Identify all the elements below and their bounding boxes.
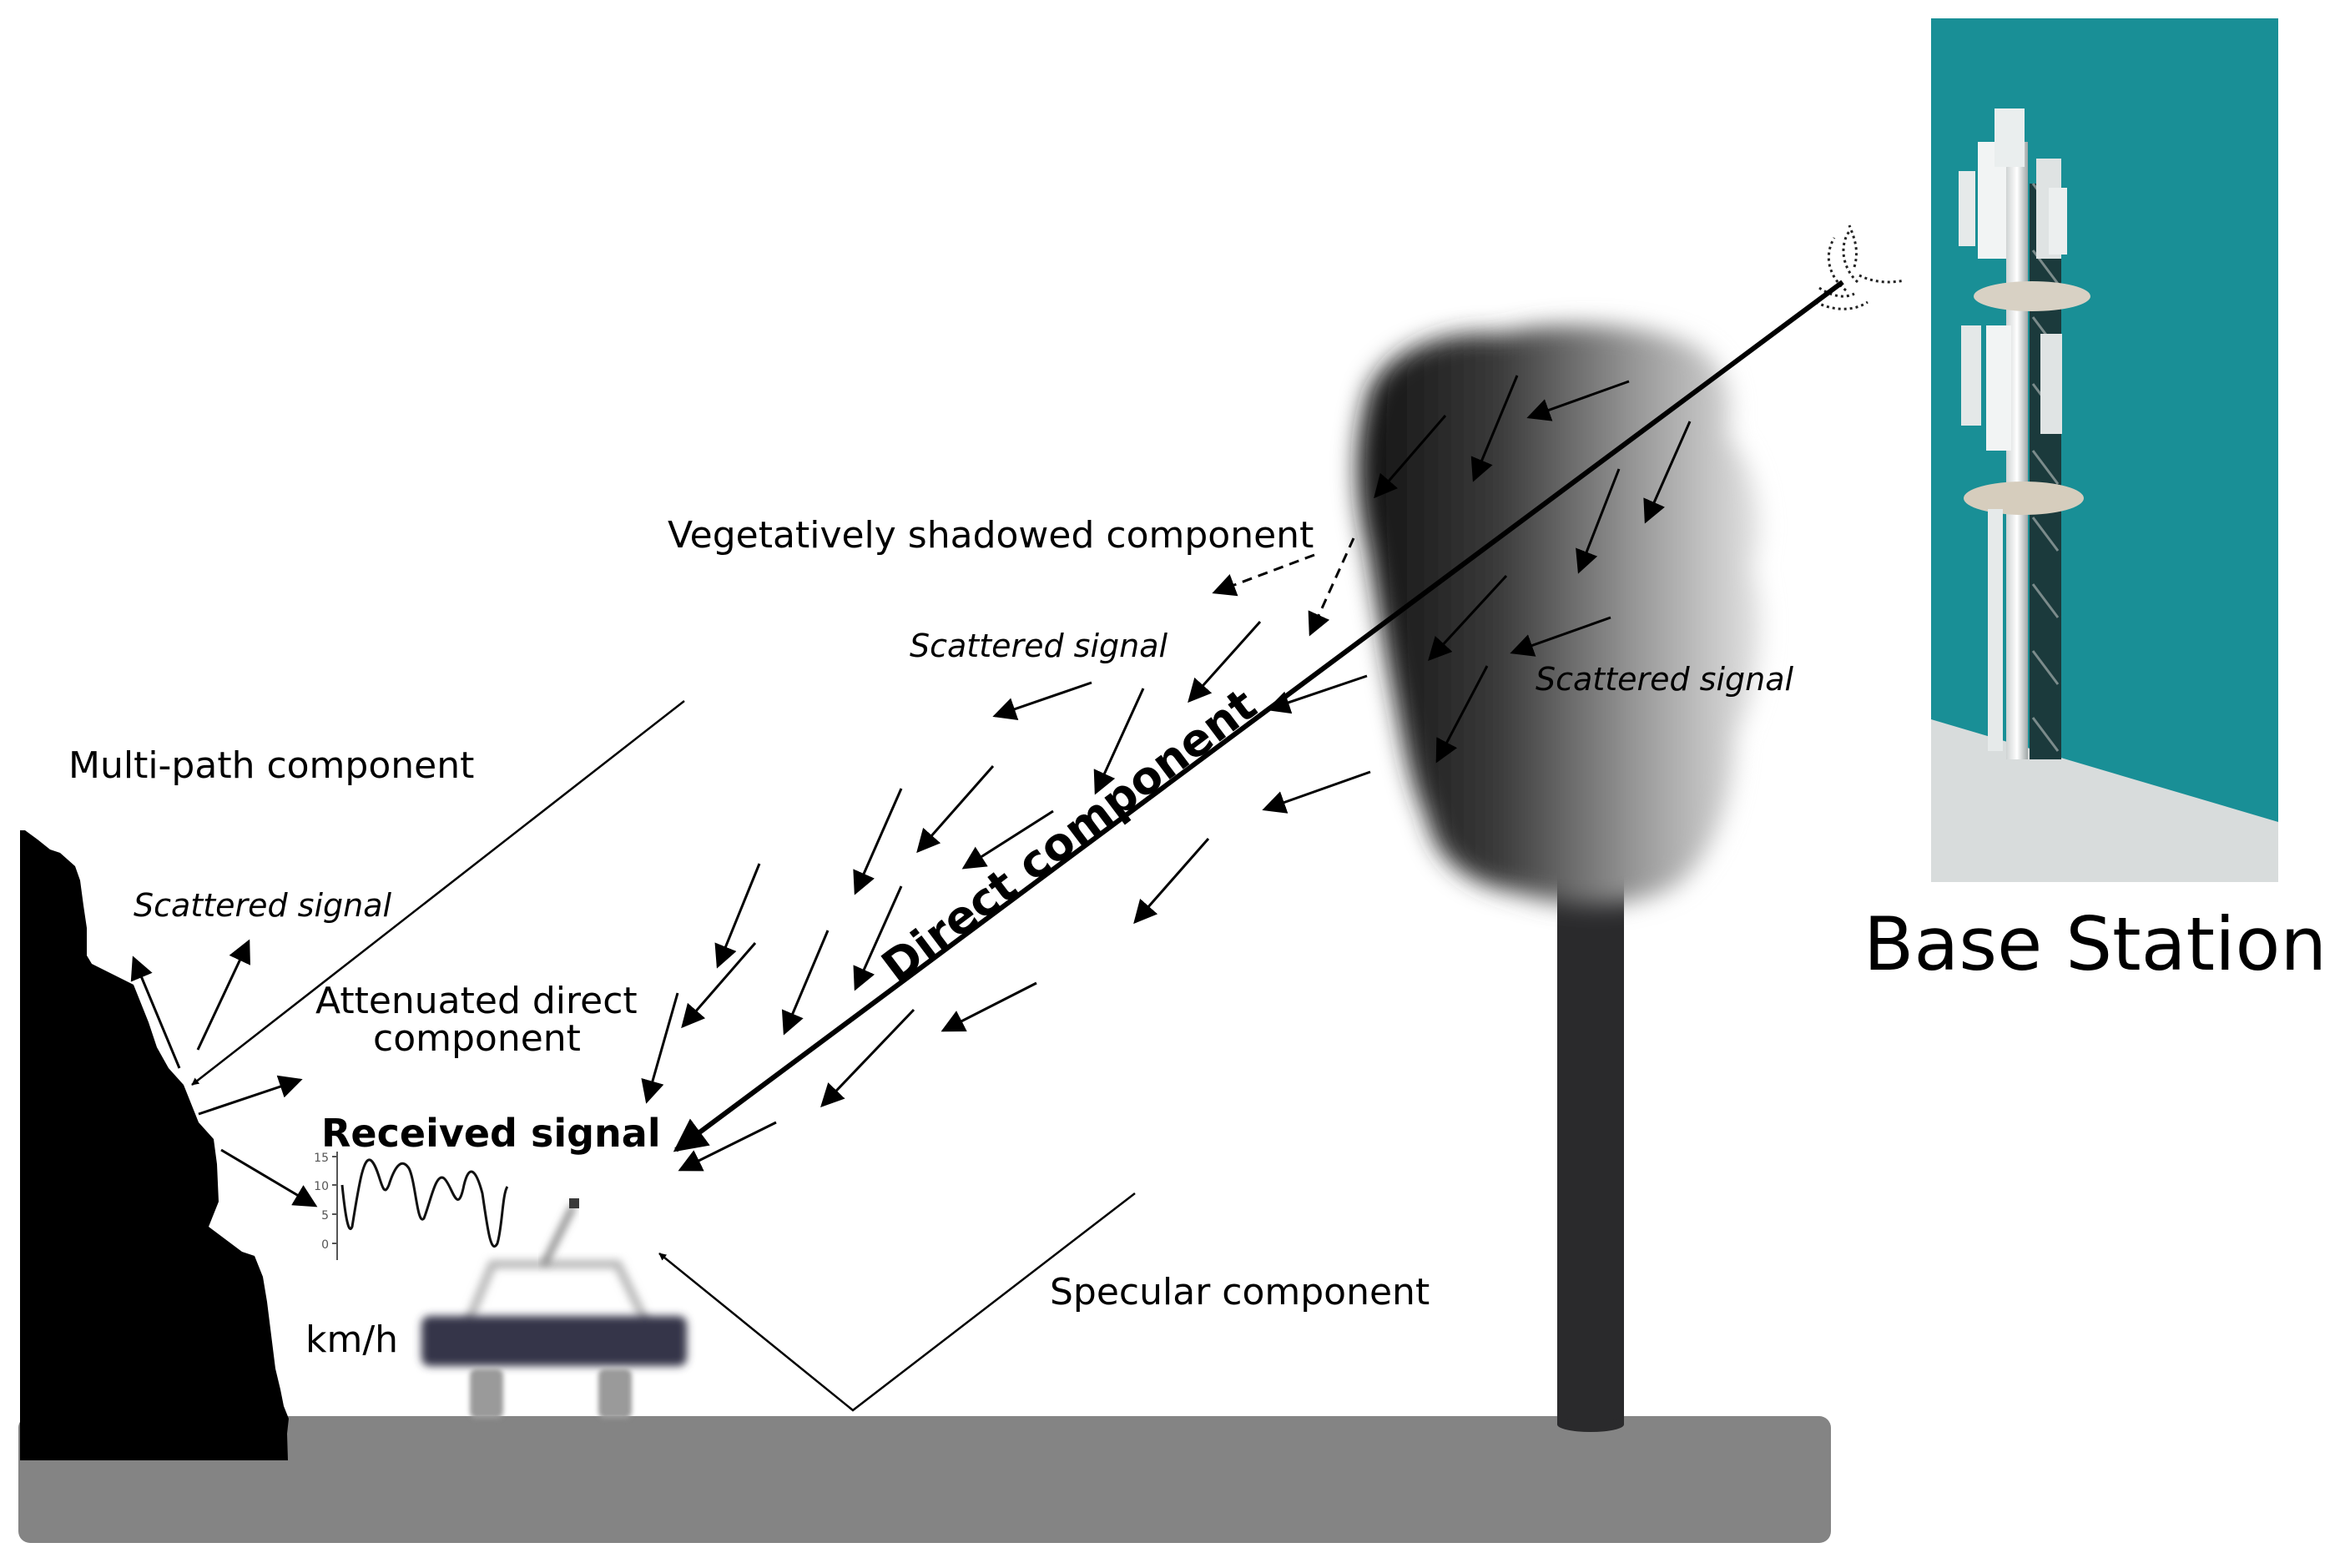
plot-tick-5: 5 xyxy=(321,1209,329,1223)
plot-tick-10: 10 xyxy=(314,1180,329,1193)
multipath-leader xyxy=(191,700,685,1086)
direct-component-arrow xyxy=(673,280,1844,1152)
specular-label: Specular component xyxy=(1050,1271,1430,1313)
attenuated-label-line2: component xyxy=(373,1017,581,1060)
car xyxy=(421,1198,687,1419)
attenuated-label-line1: Attenuated direct xyxy=(315,980,638,1022)
scattered-signal-label-cliff: Scattered signal xyxy=(134,887,392,924)
plot-tick-15: 15 xyxy=(314,1152,329,1165)
scattered-arrows xyxy=(130,375,1692,1208)
antenna-waves xyxy=(1815,224,1905,310)
base-station-photo xyxy=(1931,18,2278,882)
speed-unit-label: km/h xyxy=(305,1318,399,1361)
specular-path xyxy=(658,1192,1136,1412)
base-station-label: Base Station xyxy=(1863,901,2327,987)
plot-tick-0: 0 xyxy=(321,1238,329,1252)
cliff xyxy=(20,830,289,1460)
tree-canopy xyxy=(1357,325,1762,905)
received-signal-plot: 15 10 5 0 xyxy=(314,1152,509,1260)
received-signal-label: Received signal xyxy=(321,1111,661,1156)
vegetative-arrow-1 xyxy=(1212,553,1315,597)
multipath-label: Multi-path component xyxy=(68,744,475,787)
vegetative-arrow-2 xyxy=(1308,537,1355,637)
vegetative-label: Vegetatively shadowed component xyxy=(668,514,1314,557)
scattered-signal-label-tree: Scattered signal xyxy=(1536,661,1794,698)
ground xyxy=(18,1416,1831,1543)
scattered-signal-label-middle: Scattered signal xyxy=(910,628,1168,664)
